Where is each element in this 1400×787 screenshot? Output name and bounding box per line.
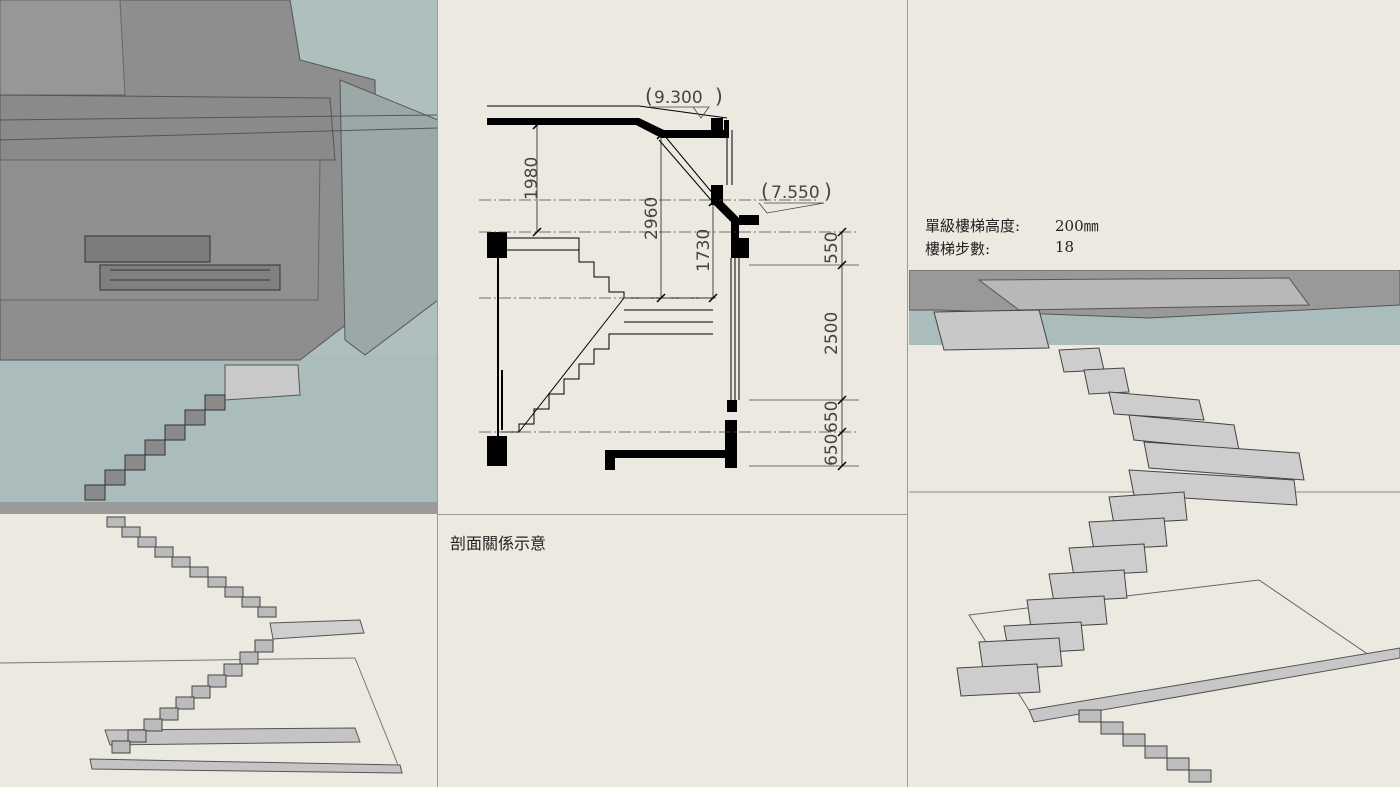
stair-model-bottom-left-drawing xyxy=(0,516,403,774)
info-step-height: 單級樓梯高度: 200㎜ xyxy=(925,215,1099,236)
stair-model-bottom-left xyxy=(0,515,436,787)
dim-1730: 1730 xyxy=(694,229,714,272)
stair-model-right xyxy=(909,270,1400,787)
level-9300-bracket: ( xyxy=(645,84,653,108)
level-9300-bracket-close: ) xyxy=(715,84,723,108)
dim-2960: 2960 xyxy=(642,197,662,240)
info-step-height-value: 200㎜ xyxy=(1055,217,1099,235)
divider-horizontal-mid xyxy=(438,514,908,515)
model-view-top-left xyxy=(0,0,438,514)
dim-650-a: 650 xyxy=(822,401,842,433)
info-step-height-label: 單級樓梯高度: xyxy=(925,217,1021,235)
dim-2500: 2500 xyxy=(822,312,842,355)
section-caption: 剖面關係示意 xyxy=(450,534,547,553)
dim-1980: 1980 xyxy=(522,157,542,200)
level-7550-bracket: ( xyxy=(761,179,769,203)
dim-550: 550 xyxy=(822,232,842,264)
level-7550-bracket-close: ) xyxy=(824,179,832,203)
divider-vertical-right xyxy=(907,0,908,787)
dim-650-b: 650 xyxy=(822,434,842,466)
section-drawing: 1980 2960 1730 550 2500 650 650 9.300 ( … xyxy=(479,84,859,471)
info-step-count-value: 18 xyxy=(1055,238,1075,256)
info-step-count-label: 樓梯步數: xyxy=(925,240,991,258)
level-7550: 7.550 xyxy=(771,183,820,203)
model-view-top-left-drawing xyxy=(0,0,438,514)
level-9300: 9.300 xyxy=(654,88,703,108)
info-step-count: 樓梯步數: 18 xyxy=(925,238,1074,259)
divider-vertical-left xyxy=(437,0,438,787)
section-drawing-panel: 1980 2960 1730 550 2500 650 650 9.300 ( … xyxy=(439,0,907,514)
stair-model-right-drawing xyxy=(909,270,1400,783)
